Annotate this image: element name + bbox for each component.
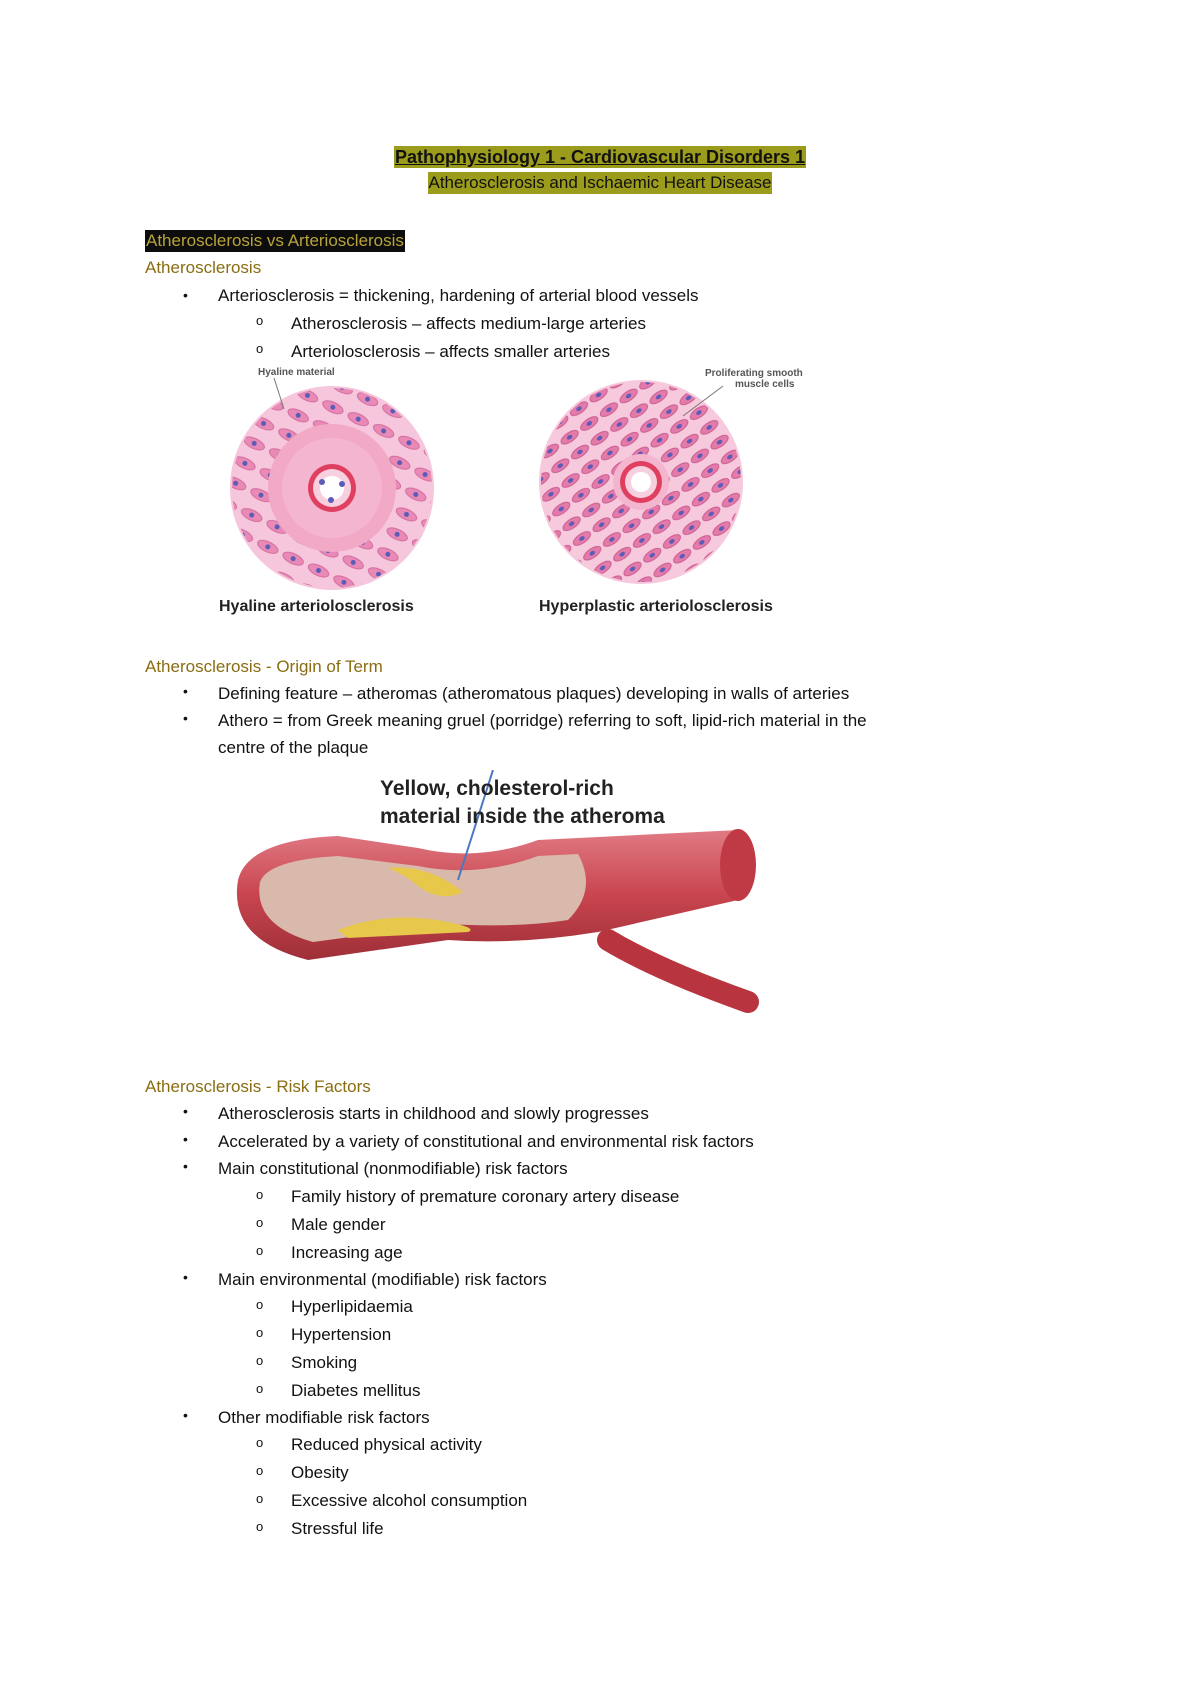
list-item: Increasing age [291,1243,403,1262]
list-item: Hypertension [291,1325,392,1344]
bullet-icon: • [183,1103,188,1119]
list-item: Main environmental (modifiable) risk fac… [218,1270,547,1289]
heading-origin-of-term: Atherosclerosis - Origin of Term [145,657,383,676]
hyaline-material-label: Hyaline material [258,367,335,378]
bullet-icon: • [183,1131,188,1147]
section-header: Atherosclerosis vs Arteriosclerosis [145,230,405,252]
sub-bullet-icon: o [256,1463,264,1478]
figure-caption-hyaline: Hyaline arteriolosclerosis [219,598,414,615]
sub-bullet-icon: o [256,1435,264,1450]
sub-bullet-icon: o [256,313,264,328]
list-item: Atherosclerosis starts in childhood and … [218,1104,649,1123]
sub-bullet-icon: o [256,1187,264,1202]
heading-risk-factors: Atherosclerosis - Risk Factors [145,1077,371,1096]
list-item: Obesity [291,1463,349,1482]
label-line: Proliferating smooth [705,368,803,379]
list-item: Atherosclerosis – affects medium-large a… [291,314,646,333]
sub-bullet-icon: o [256,341,264,356]
sub-bullet-icon: o [256,1381,264,1396]
bullet-icon: • [183,710,188,726]
bullet-icon: • [183,287,188,303]
document-title: Pathophysiology 1 - Cardiovascular Disor… [393,146,807,168]
list-item: Family history of premature coronary art… [291,1187,680,1206]
hyaline-arteriole-image: Hyaline material [214,364,444,592]
sub-bullet-icon: o [256,1325,264,1340]
heading-atherosclerosis: Atherosclerosis [145,258,262,277]
proliferating-cells-label: Proliferating smooth muscle cells [705,368,803,390]
atheroma-artery-image [218,769,778,1032]
figure-caption-hyperplastic: Hyperplastic arteriolosclerosis [539,598,773,615]
label-line: Yellow, cholesterol-rich [380,777,614,800]
list-item: Male gender [291,1215,386,1234]
bullet-icon: • [183,683,188,699]
list-item: Arteriolosclerosis – affects smaller art… [291,342,611,361]
label-line: material inside the atheroma [380,805,665,828]
list-item: Arteriosclerosis = thickening, hardening… [218,286,699,305]
list-item: Athero = from Greek meaning gruel (porri… [218,711,867,730]
sub-bullet-icon: o [256,1519,264,1534]
bullet-icon: • [183,1269,188,1285]
bullet-icon: • [183,1158,188,1174]
list-item: Accelerated by a variety of constitution… [218,1132,754,1151]
sub-bullet-icon: o [256,1297,264,1312]
list-item: Smoking [291,1353,358,1372]
bullet-icon: • [183,1407,188,1423]
sub-bullet-icon: o [256,1491,264,1506]
label-line: muscle cells [735,379,795,390]
atheroma-label: Yellow, cholesterol-rich material inside… [380,775,665,831]
document-subtitle: Atherosclerosis and Ischaemic Heart Dise… [427,172,773,194]
hyperplastic-arteriole-image: Proliferating smooth muscle cells [533,364,813,592]
list-item: Other modifiable risk factors [218,1408,430,1427]
list-item: Hyperlipidaemia [291,1297,413,1316]
list-item: Excessive alcohol consumption [291,1491,528,1510]
list-item: Reduced physical activity [291,1435,482,1454]
list-item: Stressful life [291,1519,384,1538]
sub-bullet-icon: o [256,1215,264,1230]
sub-bullet-icon: o [256,1353,264,1368]
list-item: Diabetes mellitus [291,1381,421,1400]
list-item-continuation: centre of the plaque [218,738,369,757]
sub-bullet-icon: o [256,1243,264,1258]
document-header: Pathophysiology 1 - Cardiovascular Disor… [0,146,1200,194]
list-item: Defining feature – atheromas (atheromato… [218,684,850,703]
list-item: Main constitutional (nonmodifiable) risk… [218,1159,568,1178]
